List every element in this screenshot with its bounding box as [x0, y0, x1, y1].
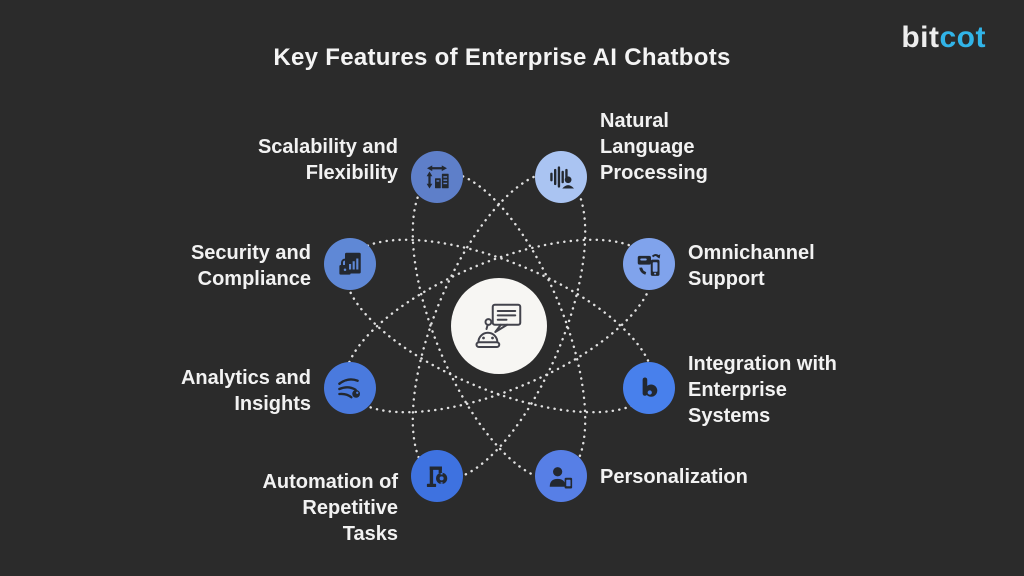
feature-node-security: [324, 238, 376, 290]
feature-node-analytics: [324, 362, 376, 414]
logo-text-accent: cot: [939, 21, 986, 54]
feature-label-analytics: Analytics and Insights: [180, 367, 311, 415]
voice-waveform-person-icon: [550, 166, 574, 189]
devices-sync-icon: [637, 254, 661, 276]
page-title: Key Features of Enterprise AI Chatbots: [273, 44, 731, 71]
feature-label-security: Security and Compliance: [190, 242, 311, 290]
robotic-arm-gear-icon: [426, 466, 448, 487]
feature-node-personalization: [535, 450, 587, 502]
feature-node-automation: [411, 450, 463, 502]
bitcot-b-mark-icon: [642, 377, 658, 397]
feature-label-omnichannel: Omnichannel Support: [688, 242, 815, 290]
feature-label-automation: Automation of Repetitive Tasks: [262, 471, 398, 545]
feature-node-natural-language-processing: [535, 151, 587, 203]
chatbot-speech-bubble-icon: [475, 303, 522, 348]
feature-label-integration: Integration with Enterprise Systems: [688, 353, 837, 427]
feature-node-integration: [623, 362, 675, 414]
document-chart-lock-icon: [339, 252, 361, 275]
user-profile-device-icon: [549, 467, 573, 489]
bitcot-logo: bitcot: [901, 21, 986, 55]
feature-node-scalability: [411, 151, 463, 203]
feature-label-scalability: Scalability and Flexibility: [257, 136, 398, 184]
feature-label-personalization: Personalization: [600, 466, 748, 488]
data-flow-insight-icon: [338, 378, 360, 399]
feature-node-omnichannel: [623, 238, 675, 290]
resize-arrows-buildings-icon: [426, 165, 449, 189]
center-node: [451, 278, 547, 374]
logo-text-primary: bit: [901, 21, 940, 54]
feature-label-natural-language-processing: Natural Language Processing: [600, 110, 708, 184]
